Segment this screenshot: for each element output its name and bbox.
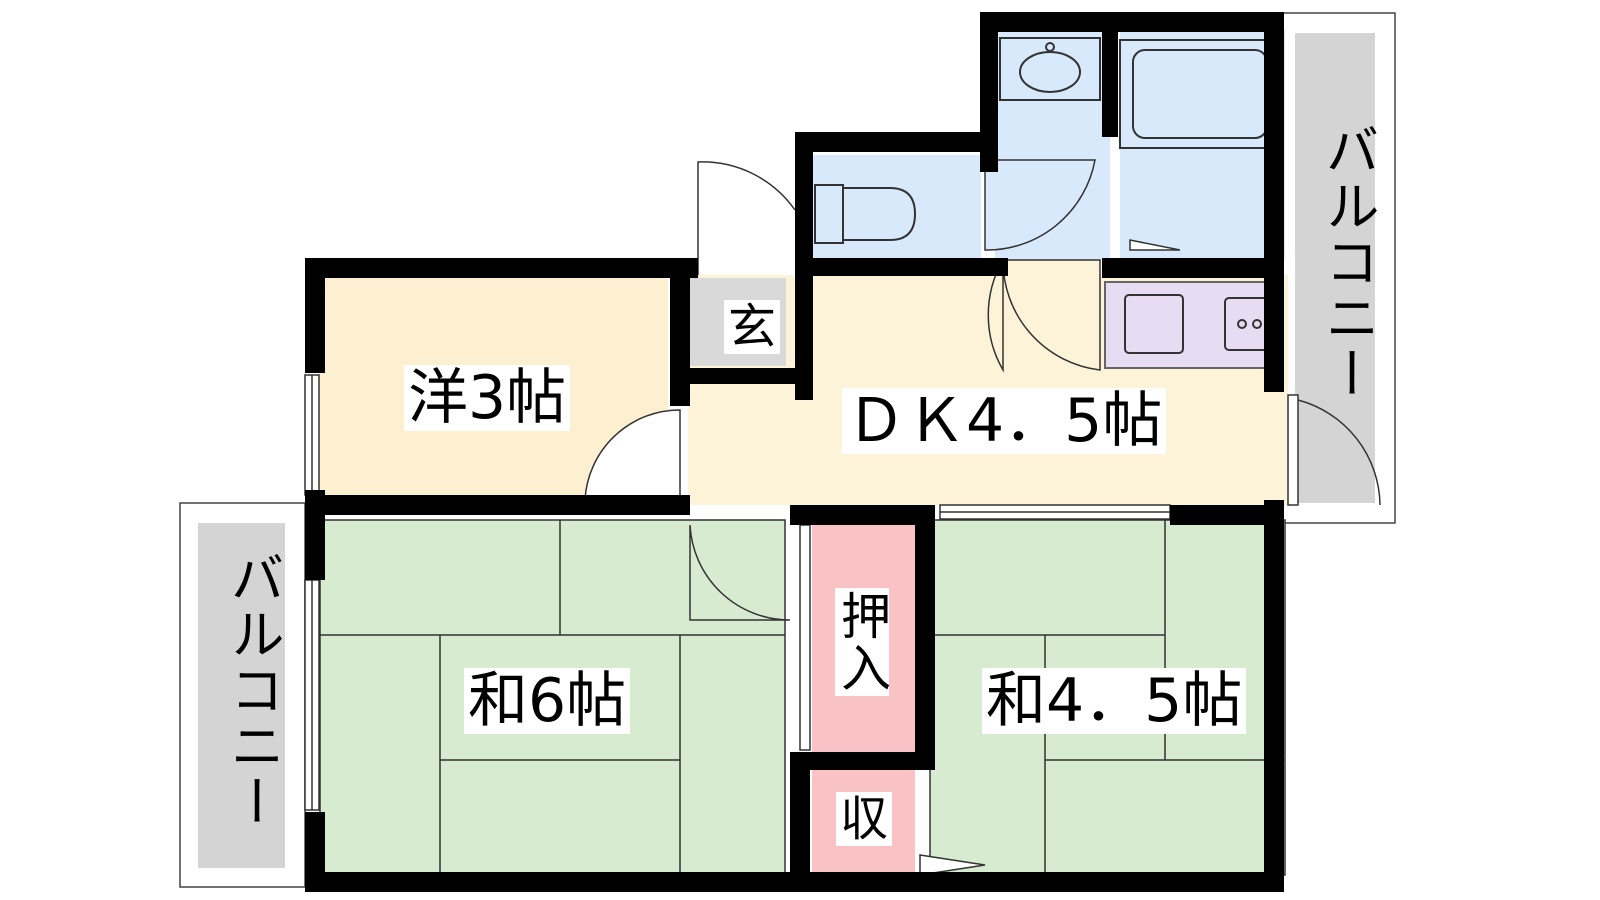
door-swings — [584, 159, 1381, 876]
windows — [304, 374, 1299, 811]
japanese-large-label: 和6帖 — [464, 668, 631, 734]
balcony-left — [179, 502, 306, 888]
sink-and-stove — [1124, 294, 1274, 354]
entrance-label: 玄 — [724, 300, 781, 354]
toilet — [814, 184, 917, 244]
washbasin — [999, 37, 1101, 101]
balcony-right — [1279, 12, 1396, 524]
bathtub — [1119, 39, 1281, 149]
dk-label: ＤＫ4．5帖 — [842, 388, 1167, 454]
storage-label: 収 — [836, 792, 893, 846]
western-room-label: 洋3帖 — [404, 365, 571, 431]
closet-label: 押入 — [833, 588, 891, 696]
japanese-small-label: 和4．5帖 — [982, 668, 1247, 734]
walls — [305, 12, 1284, 892]
balcony-left-label: バルコニー — [221, 550, 284, 830]
balcony-right-label: バルコニー — [1316, 122, 1379, 402]
